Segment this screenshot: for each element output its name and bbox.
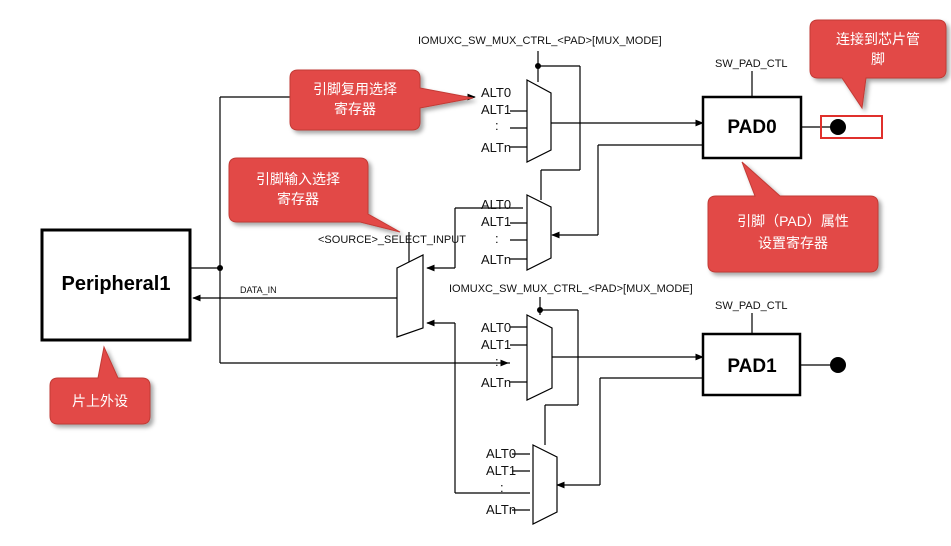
mux-input-label: ALT0 [481,320,511,335]
callout-pad-attr [707,161,879,273]
junction-dots [217,63,543,313]
mux-ctrl-label-top: IOMUXC_SW_MUX_CTRL_<PAD>[MUX_MODE] [418,35,662,47]
callout-onchip-peripheral-text: 片上外设 [72,393,128,409]
mux-input-label: : [500,480,504,495]
callout-input-select [228,157,401,233]
mux-input-label: ALT1 [481,102,511,117]
data-in-label: DATA_IN [240,285,277,295]
mux-input-label: ALT0 [486,446,516,461]
mux-input-label: ALT1 [481,214,511,229]
mux-input-label: ALT1 [481,337,511,352]
mux-1 [526,194,552,271]
callout-mux-select [289,69,474,131]
callout-pad-attr-line1: 引脚（PAD）属性 [737,213,849,229]
pad0-ctl-label: SW_PAD_CTL [715,58,788,70]
mux-input-label: ALT0 [481,85,511,100]
mux-input-label: : [495,118,499,133]
callout-chip-pin [809,19,947,110]
pad0-label: PAD0 [727,117,776,138]
pad1-block: PAD1 [701,332,802,397]
mux-input-label: : [495,354,499,369]
mux-3-inputs: ALT0 ALT1 : ALTn [486,446,516,517]
mux-input-label: ALTn [481,252,511,267]
mux-2 [526,314,553,401]
mux-input-label: ALT0 [481,197,511,212]
callout-mux-select-line1: 引脚复用选择 [313,81,397,97]
mux-input-label: ALTn [481,140,511,155]
callout-input-select-line1: 引脚输入选择 [256,171,340,187]
select-input-label: <SOURCE>_SELECT_INPUT [318,234,466,246]
mux-input-label: ALT1 [486,463,516,478]
mux-input-label: ALTn [481,375,511,390]
callout-onchip-peripheral [49,345,151,425]
input-select-mux [396,254,424,338]
mux-0-inputs: ALT0 ALT1 : ALTn [481,85,511,155]
pad0-pin [830,119,846,135]
callout-chip-pin-line1: 连接到芯片管 [836,31,920,47]
pad1-pin [830,357,846,373]
callout-pad-attr-line2: 设置寄存器 [758,235,828,251]
pad1-label: PAD1 [727,356,777,377]
callout-mux-select-line2: 寄存器 [334,101,376,117]
wires [190,51,833,511]
peripheral-label: Peripheral1 [62,273,171,295]
mux-2-inputs: ALT0 ALT1 : ALTn [481,320,511,390]
mux-0 [526,78,552,163]
pad0-block: PAD0 [701,95,803,160]
callout-chip-pin-line2: 脚 [871,51,885,67]
mux-input-label: ALTn [486,502,516,517]
peripheral-block: Peripheral1 [40,228,192,342]
mux-ctrl-label-bottom: IOMUXC_SW_MUX_CTRL_<PAD>[MUX_MODE] [449,283,693,295]
pad0-pin-highlight [820,115,883,139]
callout-input-select-line2: 寄存器 [277,191,319,207]
mux-3 [532,444,558,525]
pad1-ctl-label: SW_PAD_CTL [715,300,788,312]
mux-input-label: : [495,231,499,246]
mux-1-inputs: ALT0 ALT1 : ALTn [481,197,511,267]
